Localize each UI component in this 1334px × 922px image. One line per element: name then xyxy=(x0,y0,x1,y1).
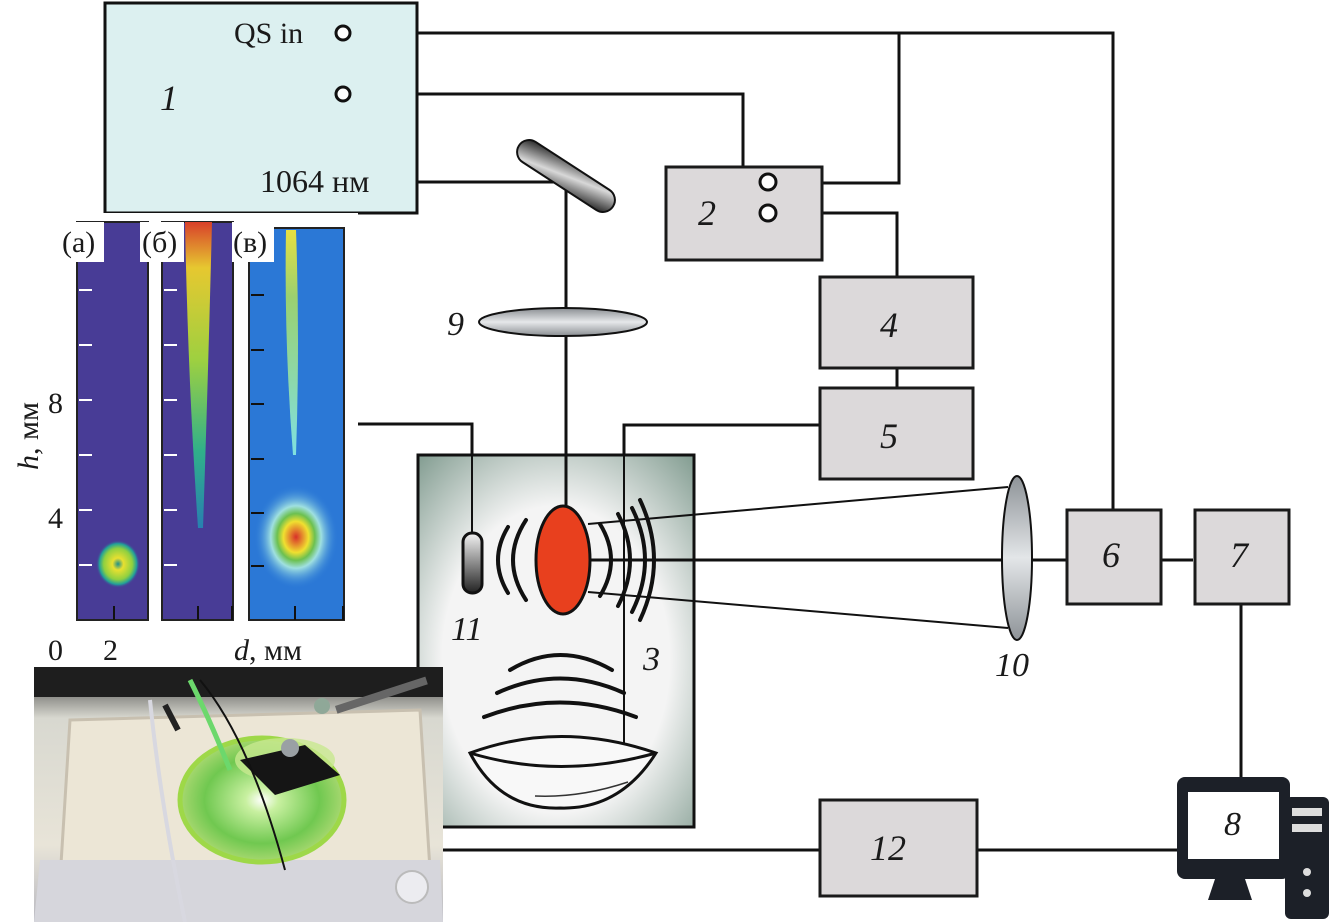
focusing-transducer-icon xyxy=(467,735,659,810)
spectrometer-7: 7 xyxy=(1193,508,1291,606)
acoustic-wave-right-3 xyxy=(630,506,647,614)
plasma-spark-icon xyxy=(534,504,592,616)
oscilloscope-label: 5 xyxy=(880,416,898,456)
wire-qs-to-generator xyxy=(768,33,901,185)
acoustic-wave-right-1 xyxy=(598,522,613,598)
hydrophone-unit-label: 12 xyxy=(870,828,906,868)
oscilloscope-box xyxy=(818,386,975,481)
focusing-lens-9-icon xyxy=(478,307,648,337)
panel-a-spot xyxy=(96,540,140,588)
wire-qs-to-detector xyxy=(352,31,1115,512)
light-cone-lower xyxy=(587,591,1009,629)
x-axis-label: d, мм xyxy=(234,634,302,667)
collecting-lens-label: 10 xyxy=(995,647,1029,684)
laser-number-label: 1 xyxy=(160,78,178,118)
hydrophone-unit-12: 12 xyxy=(818,798,979,898)
acoustic-wave-left-1 xyxy=(496,525,510,595)
photodetector-label: 6 xyxy=(1102,535,1120,575)
focused-wave-2 xyxy=(495,676,626,695)
generator-label: 2 xyxy=(698,193,716,233)
panel-c-ticks xyxy=(251,294,344,620)
panel-ab-ticks xyxy=(79,289,177,566)
hydrophone-unit-box xyxy=(818,798,979,898)
spectrometer-box xyxy=(1193,508,1291,606)
monitor-screen xyxy=(1188,792,1279,859)
amplifier-label: 4 xyxy=(880,305,898,345)
wire-laser-to-generator xyxy=(352,92,745,168)
panel-b-label: (б) xyxy=(142,226,177,259)
laser-box xyxy=(103,1,419,215)
oscilloscope-5: 5 xyxy=(818,386,975,481)
connection-wires xyxy=(350,31,1243,852)
water-chamber-3: 11 3 xyxy=(416,453,1030,829)
computer-8-icon: 8 xyxy=(1177,777,1329,919)
y-tick-4: 4 xyxy=(48,502,63,535)
light-cone-upper xyxy=(587,486,1009,525)
monitor-stand xyxy=(1208,879,1252,900)
panel-ab-bottom-ticks xyxy=(113,606,233,620)
amplifier-4: 4 xyxy=(818,275,975,370)
collecting-lens-10-icon xyxy=(1001,475,1033,641)
sync-out-connector xyxy=(334,85,352,103)
setup-photo xyxy=(34,667,443,922)
amplifier-box xyxy=(818,275,975,370)
plasma-images-inset: (а) (б) (в) 4 8 h, мм 0 2 d, м xyxy=(0,213,358,668)
generator-box xyxy=(664,165,824,262)
wavelength-label: 1064 нм xyxy=(260,163,369,199)
y-tick-8: 8 xyxy=(48,387,63,420)
panel-a-label: (а) xyxy=(62,226,95,259)
x-tick-2: 2 xyxy=(103,634,118,667)
mirror-icon xyxy=(516,139,616,213)
focusing-lens-label: 9 xyxy=(447,306,464,343)
acoustic-wave-left-2 xyxy=(511,518,528,602)
spectrometer-label: 7 xyxy=(1230,535,1250,575)
svg-text:h, мм: h, мм xyxy=(12,402,45,470)
y-axis-label: h, мм xyxy=(12,402,45,470)
panel-b-streak xyxy=(185,222,212,528)
panel-c-streak xyxy=(285,230,298,455)
focused-wave-3 xyxy=(482,700,638,719)
computer-label: 8 xyxy=(1224,806,1241,843)
acoustic-wave-right-4 xyxy=(638,498,656,622)
generator-connector-top xyxy=(758,172,778,192)
qs-in-label: QS in xyxy=(234,17,303,50)
acoustic-wave-right-2 xyxy=(616,512,632,608)
focused-wave-1 xyxy=(508,653,614,672)
panel-c-spot xyxy=(254,485,338,589)
hydrophone-icon xyxy=(461,531,484,595)
panel-c xyxy=(248,227,345,621)
qs-in-connector xyxy=(334,24,352,42)
generator-2: 2 xyxy=(664,165,824,262)
panel-c-label: (в) xyxy=(233,226,267,259)
panel-a xyxy=(76,221,149,621)
photo-holder xyxy=(240,745,340,795)
chamber-label: 3 xyxy=(642,641,660,678)
panel-b xyxy=(161,221,234,621)
photodetector-6: 6 xyxy=(1065,508,1163,606)
laser-1: QS in 1 1064 нм xyxy=(103,1,419,215)
x-tick-0: 0 xyxy=(48,634,63,667)
generator-connector-bottom xyxy=(758,203,778,223)
hydrophone-label: 11 xyxy=(451,611,482,648)
photodetector-box xyxy=(1065,508,1163,606)
